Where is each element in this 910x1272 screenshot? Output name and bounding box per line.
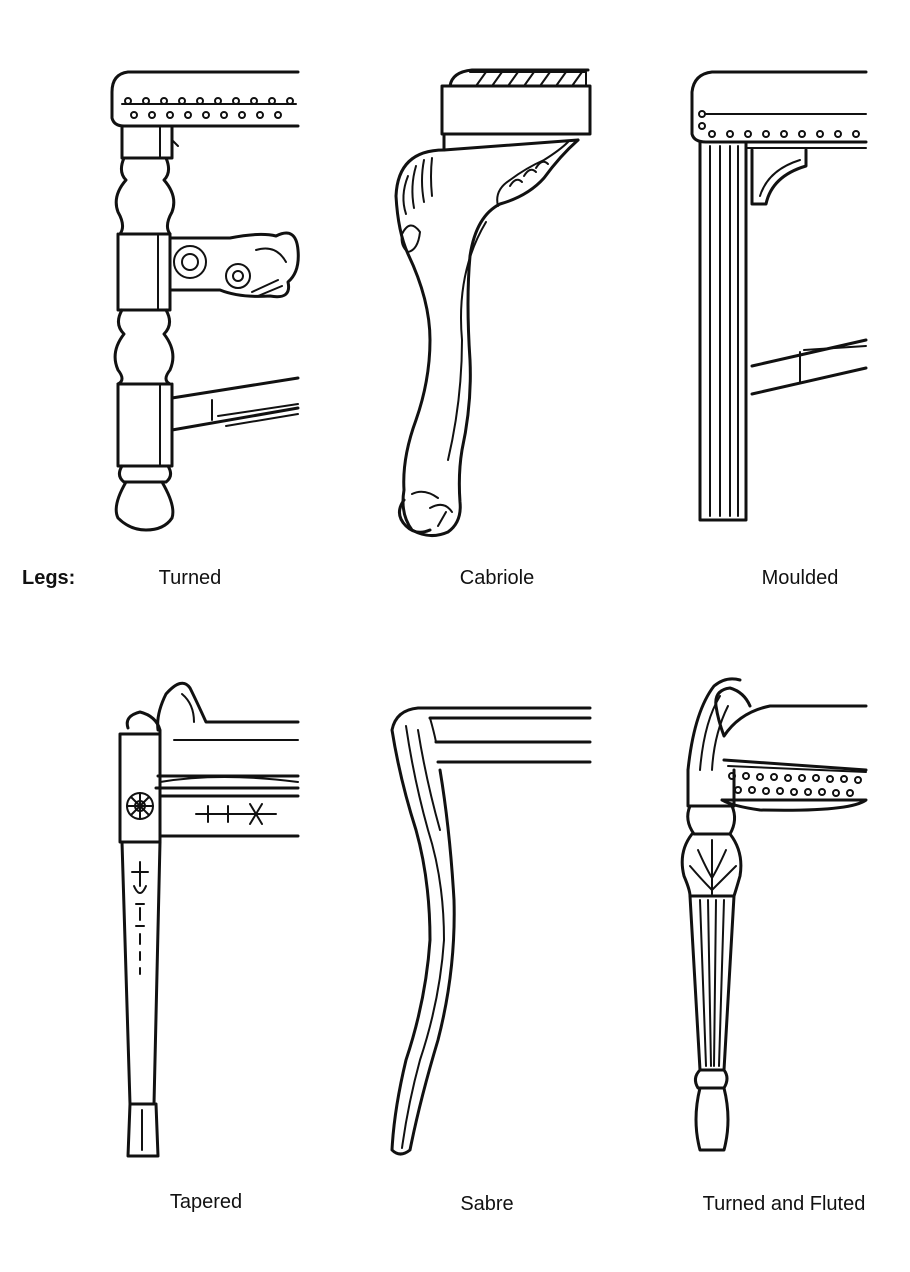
label-turned-and-fluted: Turned and Fluted	[702, 1193, 866, 1215]
cabriole-leg-drawing	[394, 68, 592, 537]
label-sabre: Sabre	[460, 1193, 514, 1215]
label-moulded: Moulded	[761, 567, 839, 589]
label-tapered: Tapered	[169, 1191, 243, 1213]
label-turned: Turned	[158, 567, 222, 589]
turned-leg-drawing	[110, 70, 300, 532]
legs-heading: Legs:	[22, 567, 76, 589]
turned-fluted-leg-drawing	[680, 677, 868, 1152]
moulded-leg-drawing	[690, 70, 868, 522]
label-cabriole: Cabriole	[459, 567, 535, 589]
sabre-leg-drawing	[390, 706, 592, 1156]
tapered-leg-drawing	[118, 681, 300, 1158]
